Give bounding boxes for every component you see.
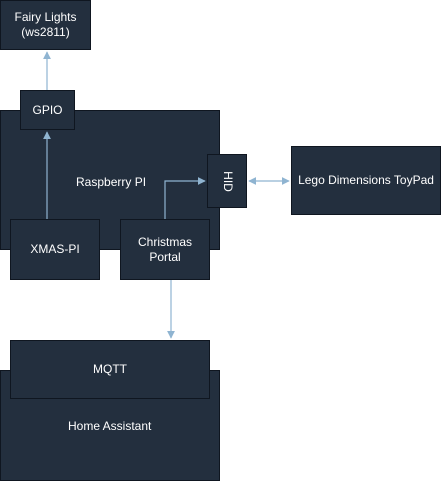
raspberry-pi-label: Raspberry PI — [76, 175, 147, 189]
mqtt-label: MQTT — [93, 362, 127, 376]
lego-toypad-node[interactable]: Lego Dimensions ToyPad — [291, 146, 441, 215]
hid-label: HID — [220, 170, 235, 192]
gpio-node[interactable]: GPIO — [20, 90, 75, 130]
fairy-lights-node[interactable]: Fairy Lights (ws2811) — [0, 0, 91, 50]
lego-toypad-label: Lego Dimensions ToyPad — [298, 173, 434, 187]
christmas-portal-label-line2: Portal — [149, 249, 181, 264]
xmas-pi-label: XMAS-PI — [30, 242, 80, 256]
christmas-portal-label-line1: Christmas — [137, 234, 192, 249]
mqtt-node[interactable]: MQTT — [10, 340, 210, 399]
xmas-pi-node[interactable]: XMAS-PI — [10, 219, 100, 280]
christmas-portal-node[interactable]: Christmas Portal — [120, 219, 210, 280]
fairy-lights-label-line1: Fairy Lights — [14, 10, 77, 24]
hid-node[interactable]: HID — [207, 154, 247, 208]
gpio-label: GPIO — [32, 102, 63, 117]
fairy-lights-label-line2: (ws2811) — [21, 25, 70, 39]
home-assistant-label: Home Assistant — [68, 419, 152, 433]
